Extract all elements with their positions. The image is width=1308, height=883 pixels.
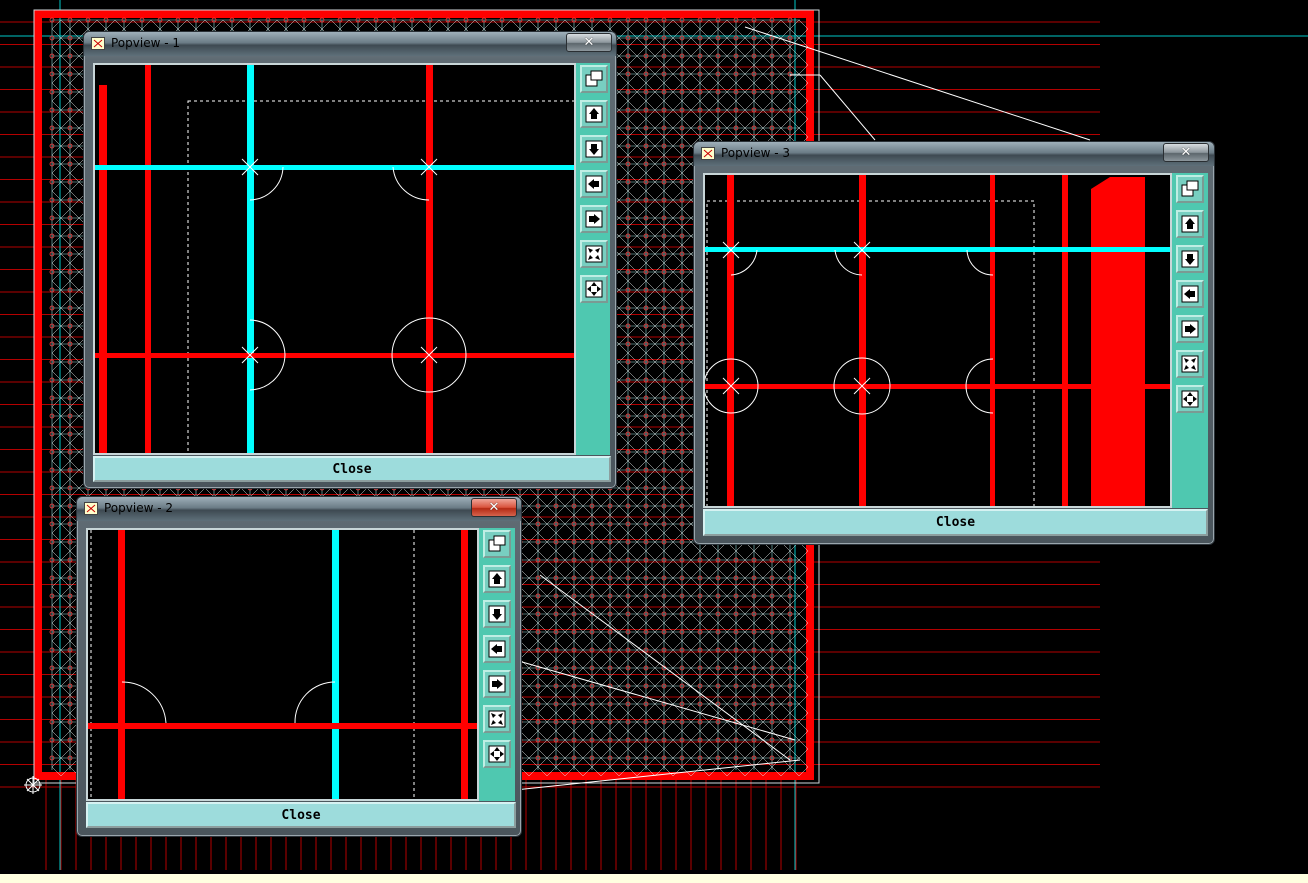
popview-1-viewport[interactable]: [93, 63, 576, 455]
zoom-in-icon[interactable]: [580, 240, 608, 268]
popview-1-title: Popview - 1: [111, 36, 180, 50]
popview-window-1[interactable]: Popview - 1 ✕: [83, 31, 617, 489]
ucs-icon: [24, 776, 42, 794]
popview-3-title: Popview - 3: [721, 146, 790, 160]
app-icon: [84, 502, 98, 515]
zoom-out-icon[interactable]: [483, 740, 511, 768]
popview-3-titlebar[interactable]: Popview - 3 ✕: [694, 142, 1214, 166]
status-strip: [0, 874, 1308, 883]
popview-2-close-x-button[interactable]: ✕: [471, 498, 517, 517]
pan-right-icon[interactable]: [483, 670, 511, 698]
zoom-window-icon[interactable]: [580, 65, 608, 93]
pan-down-icon[interactable]: [483, 600, 511, 628]
popview-1-toolbar: [576, 63, 610, 455]
pan-up-icon[interactable]: [1176, 210, 1204, 238]
pan-left-icon[interactable]: [1176, 280, 1204, 308]
popview-3-close-x-button[interactable]: ✕: [1163, 143, 1209, 162]
pan-down-icon[interactable]: [1176, 245, 1204, 273]
popview-1-close-x-button[interactable]: ✕: [566, 33, 612, 52]
close-icon: ✕: [488, 500, 500, 515]
popview-2-close-button[interactable]: Close: [86, 802, 516, 828]
app-icon: [701, 147, 715, 160]
popview-2-toolbar: [479, 528, 515, 801]
pan-left-icon[interactable]: [483, 635, 511, 663]
popview-1-close-button[interactable]: Close: [93, 456, 611, 482]
close-label: Close: [281, 807, 321, 823]
close-icon: ✕: [583, 35, 595, 50]
popview-2-title: Popview - 2: [104, 501, 173, 515]
popview-1-titlebar[interactable]: Popview - 1 ✕: [84, 32, 616, 56]
zoom-in-icon[interactable]: [1176, 350, 1204, 378]
pan-right-icon[interactable]: [580, 205, 608, 233]
popview-window-2[interactable]: Popview - 2 ✕ Close: [76, 496, 522, 837]
app-icon: [91, 37, 105, 50]
popview-1-drawing: [95, 65, 574, 453]
popview-3-drawing: [705, 175, 1170, 506]
close-label: Close: [935, 515, 976, 530]
pan-up-icon[interactable]: [483, 565, 511, 593]
popview-window-3[interactable]: Popview - 3 ✕: [693, 141, 1215, 545]
popview-3-toolbar: [1172, 173, 1208, 508]
close-label: Close: [332, 461, 372, 477]
zoom-out-icon[interactable]: [1176, 385, 1204, 413]
zoom-in-icon[interactable]: [483, 705, 511, 733]
zoom-window-icon[interactable]: [483, 530, 511, 558]
pan-down-icon[interactable]: [580, 135, 608, 163]
popview-2-drawing: [88, 530, 477, 799]
close-icon: ✕: [1180, 145, 1192, 160]
zoom-out-icon[interactable]: [580, 275, 608, 303]
pan-left-icon[interactable]: [580, 170, 608, 198]
pan-right-icon[interactable]: [1176, 315, 1204, 343]
popview-2-titlebar[interactable]: Popview - 2 ✕: [77, 497, 521, 521]
popview-3-viewport[interactable]: [703, 173, 1172, 508]
popview-2-viewport[interactable]: [86, 528, 479, 801]
zoom-window-icon[interactable]: [1176, 175, 1204, 203]
popview-3-close-button[interactable]: Close: [703, 509, 1208, 536]
pan-up-icon[interactable]: [580, 100, 608, 128]
